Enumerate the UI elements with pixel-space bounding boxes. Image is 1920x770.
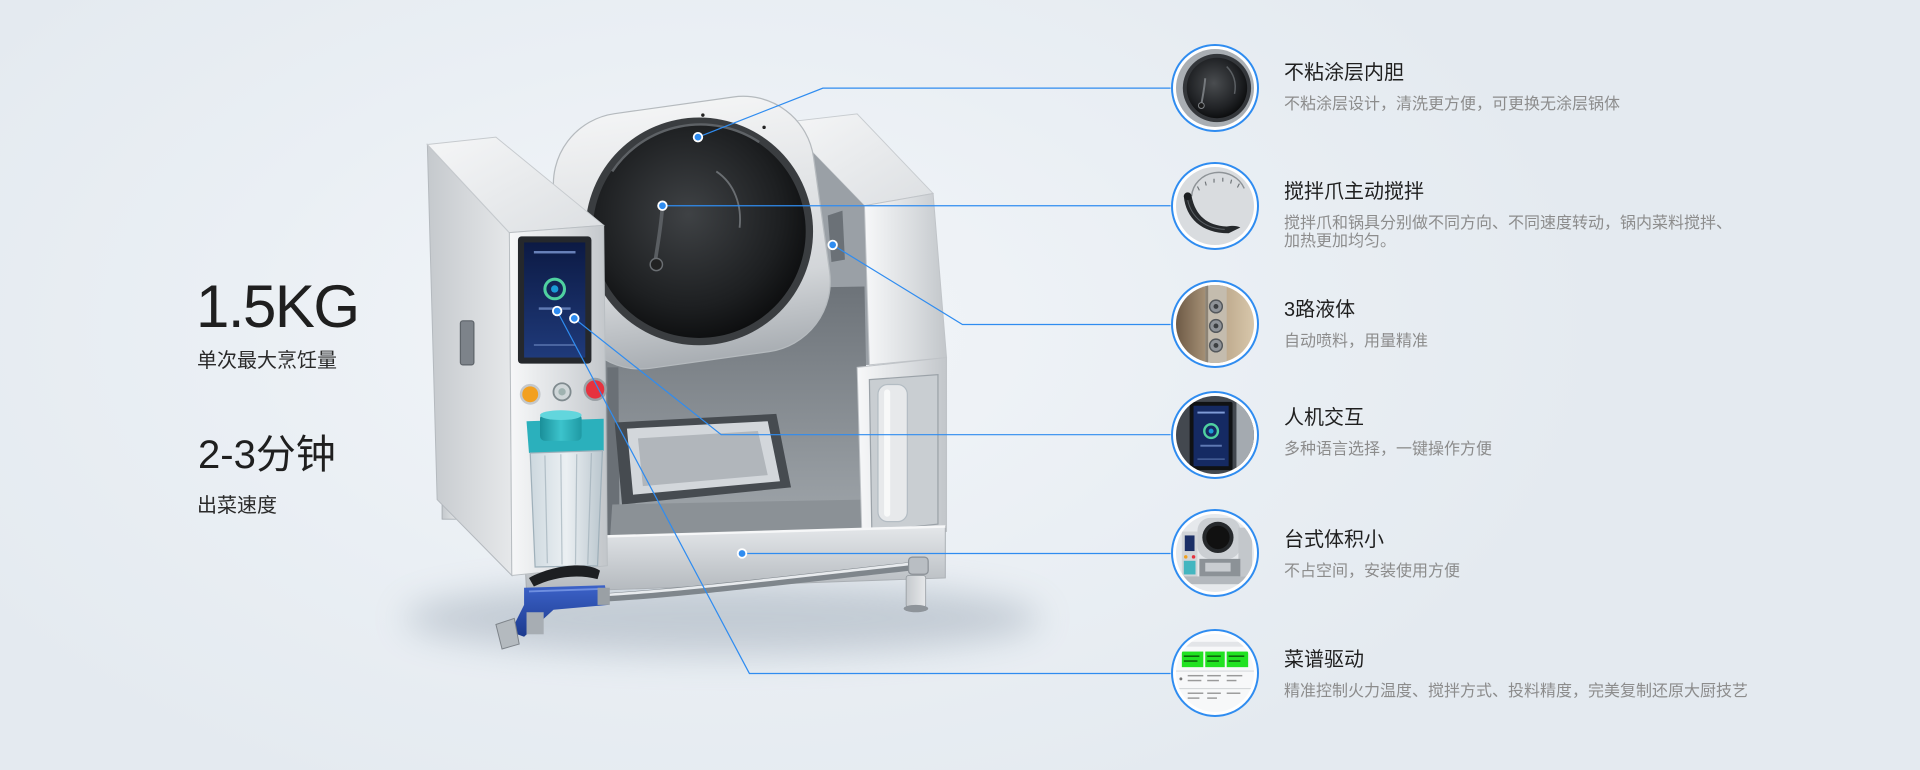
left-control-column [426,136,608,577]
feature-description: 不粘涂层设计，清洗更方便，可更换无涂层锅体 [1284,96,1620,114]
callout-line-liquid [832,244,1171,326]
water-hose [598,556,929,602]
recipe-screen-icon [1171,629,1259,717]
compact-machine-icon [1171,509,1259,597]
callout-lines [556,87,1171,675]
drum-housing [552,95,831,370]
feature-description-line: 不粘涂层设计，清洗更方便，可更换无涂层锅体 [1284,96,1621,113]
feature-title: 人机交互 [1284,407,1364,429]
touch-screen [517,236,592,364]
feature-title: 菜谱驱动 [1284,649,1364,671]
feature-description-line: 加热更加均匀。 [1284,233,1397,250]
callout-dot [551,305,563,317]
water-tank [526,410,604,568]
stirring-claw-icon [1171,162,1259,250]
feature-description: 多种语言选择，一键操作方便 [1284,441,1492,459]
callout-dot [827,239,838,251]
callout-dot [692,131,704,143]
nonstick-pot [585,113,814,346]
feature-title: 搅拌爪主动搅拌 [1284,181,1424,203]
touch-screen-icon [1171,391,1259,479]
cooking-time-label: 出菜速度 [197,495,277,517]
yellow-button [519,383,541,405]
callout-line-interface [573,317,1171,436]
callout-line-recipe [556,310,1171,675]
ingredient-tray [614,413,792,505]
cooking-time-value: 2-3分钟 [198,433,336,477]
feature-nonstick-pot: 不粘涂层内胆 不粘涂层设计，清洗更方便，可更换无涂层锅体 [1284,61,1620,114]
feature-title: 台式体积小 [1284,529,1384,551]
callout-dot [736,548,748,559]
feature-description-line: 自动喷料，用量精准 [1284,333,1429,350]
capacity-value: 1.5KG [196,273,360,340]
feature-stirring-claw: 搅拌爪主动搅拌 搅拌爪和锅具分别做不同方向、不同速度转动，锅内菜料搅拌、 加热更… [1284,180,1732,251]
feature-description: 不占空间，安装使用方便 [1284,563,1460,581]
spray-gun [495,565,610,650]
feature-description: 精准控制火力温度、搅拌方式、投料精度，完美复制还原大厨技艺 [1284,683,1748,701]
capacity-label: 单次最大烹饪量 [197,350,337,372]
feature-description: 搅拌爪和锅具分别做不同方向、不同速度转动，锅内菜料搅拌、 加热更加均匀。 [1284,215,1732,251]
callout-dot [569,313,580,324]
feature-liquid-dispensing: 3路液体 自动喷料，用量精准 [1284,298,1428,351]
liquid-nozzles-icon [1171,280,1259,368]
feature-description-line: 多种语言选择，一键操作方便 [1284,441,1493,458]
feature-description: 自动喷料，用量精准 [1284,333,1428,351]
feature-human-machine-interface: 人机交互 多种语言选择，一键操作方便 [1284,406,1492,459]
callout-line-nonstick-pot [697,87,1171,138]
feature-recipe-driven: 菜谱驱动 精准控制火力温度、搅拌方式、投料精度，完美复制还原大厨技艺 [1284,648,1748,701]
feature-description-line: 不占空间，安装使用方便 [1284,563,1461,580]
liquid-reservoir-window [856,357,948,542]
feature-description-line: 精准控制火力温度、搅拌方式、投料精度，完美复制还原大厨技艺 [1284,683,1749,700]
emergency-stop-button [583,377,607,402]
floor-shadow [404,581,1041,656]
callout-dot [657,200,668,211]
feature-title: 不粘涂层内胆 [1284,62,1404,84]
feature-title: 3路液体 [1284,299,1356,321]
nonstick-pot-icon [1171,44,1259,132]
side-handle-slot [459,320,475,366]
feature-description-line: 搅拌爪和锅具分别做不同方向、不同速度转动，锅内菜料搅拌、 [1284,215,1733,232]
feature-compact-size: 台式体积小 不占空间，安装使用方便 [1284,528,1460,581]
